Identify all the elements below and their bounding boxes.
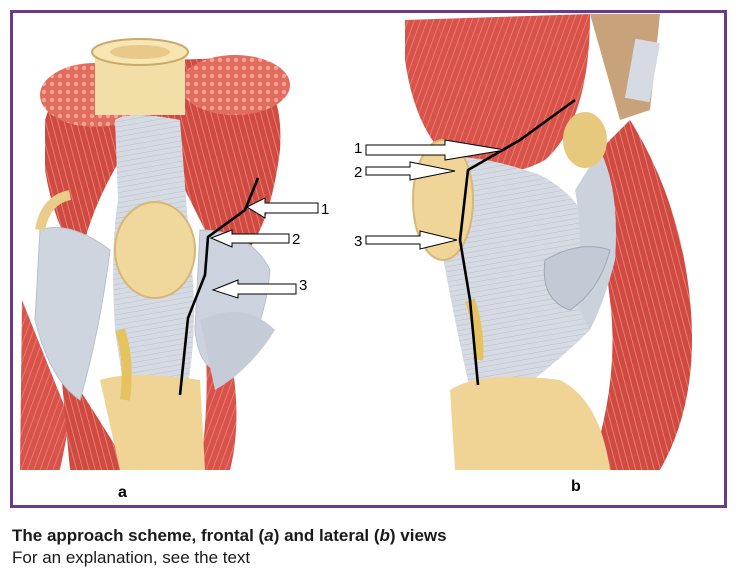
callout-label-b-1: 1 xyxy=(354,140,362,157)
caption-title-suffix: ) views xyxy=(389,526,447,545)
callout-label-b-3: 3 xyxy=(354,233,362,250)
callout-arrow-b-3 xyxy=(365,230,458,250)
callout-arrow-a-1 xyxy=(245,197,319,219)
panel-b-illustration: 1 2 3 xyxy=(354,14,692,470)
caption-title-prefix: The approach scheme, frontal ( xyxy=(12,526,265,545)
callout-arrow-b-1 xyxy=(365,139,506,161)
panel-a-illustration: 1 2 3 xyxy=(20,38,329,470)
callout-label-b-2: 2 xyxy=(354,164,362,181)
panel-label-b: b xyxy=(571,478,581,495)
callout-arrow-a-2 xyxy=(209,229,290,248)
caption-title: The approach scheme, frontal (a) and lat… xyxy=(12,525,732,547)
callout-arrow-a-3 xyxy=(211,279,297,299)
callout-label-a-3: 3 xyxy=(299,277,307,294)
callout-label-a-1: 1 xyxy=(321,201,329,218)
callout-arrow-b-2 xyxy=(365,161,456,181)
figure-caption: The approach scheme, frontal (a) and lat… xyxy=(12,525,732,569)
caption-title-b: b xyxy=(379,526,390,545)
callout-label-a-2: 2 xyxy=(292,231,300,248)
panel-label-a: a xyxy=(118,484,127,501)
caption-subtitle: For an explanation, see the text xyxy=(12,548,251,567)
caption-title-a: a xyxy=(264,526,274,545)
caption-title-mid: ) and lateral ( xyxy=(273,526,380,545)
anatomy-illustration: 1 2 3 1 2 xyxy=(20,14,692,470)
